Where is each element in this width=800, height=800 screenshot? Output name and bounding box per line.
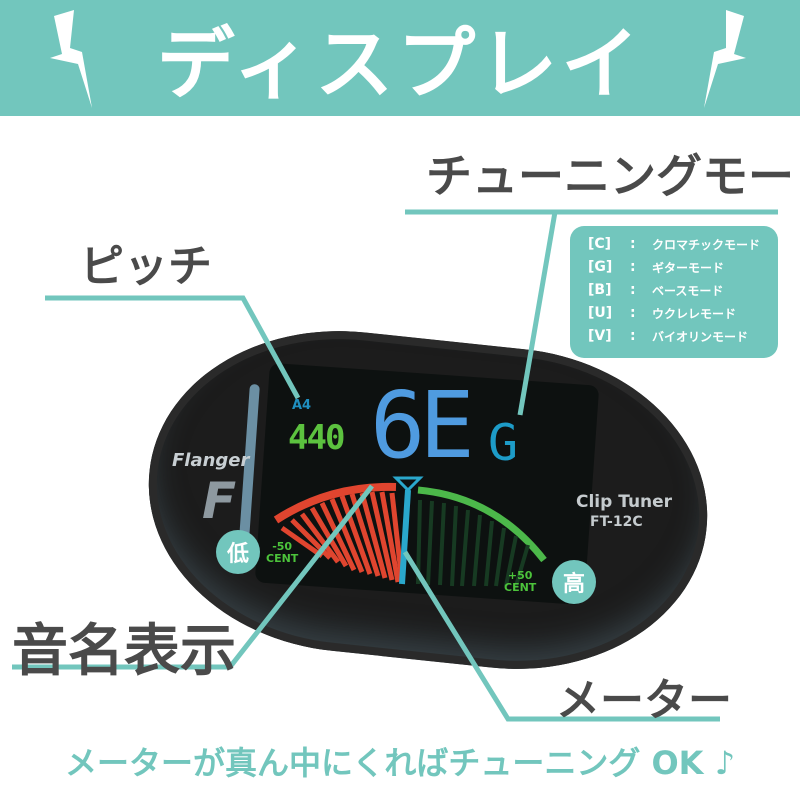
- pitch-value: 440: [288, 418, 345, 458]
- mode-label: バイオリンモード: [652, 330, 749, 344]
- page-title: ディスプレイ: [156, 20, 644, 110]
- title-banner: [0, 0, 800, 116]
- cent-low-label: -50 CENT: [266, 541, 298, 564]
- mode-item-bass: [B] : ベースモード: [588, 282, 723, 299]
- mode-letter: G: [488, 414, 519, 472]
- mode-separator: :: [630, 305, 636, 321]
- mode-item-chromatic: [C] : クロマチックモード: [588, 236, 760, 253]
- callout-meter: メーター: [556, 675, 732, 726]
- mode-label: ギターモード: [652, 261, 725, 275]
- mode-separator: :: [630, 259, 636, 275]
- cent-unit: CENT: [266, 551, 299, 565]
- meter-leader-line: [402, 550, 720, 722]
- mode-item-guitar: [G] : ギターモード: [588, 259, 724, 276]
- model-number: FT-12C: [590, 514, 643, 530]
- callout-tuning-mode: チューニングモード: [426, 149, 800, 203]
- pitch-leader-line: [45, 295, 301, 400]
- high-badge: 高: [552, 560, 596, 604]
- tuning-needle: [399, 489, 411, 585]
- callout-note-name: 音名表示: [12, 619, 236, 684]
- mode-key: [V]: [588, 328, 612, 344]
- mode-label: クロマチックモード: [652, 238, 761, 252]
- mode-label: ベースモード: [652, 284, 724, 298]
- brand-logo: F: [202, 472, 237, 530]
- mode-key: [U]: [588, 305, 613, 321]
- mode-key: [G]: [588, 259, 613, 275]
- mode-leader-diagonal: [517, 211, 558, 416]
- footer-caption: メーターが真ん中にくればチューニング OK ♪: [64, 744, 736, 782]
- mode-item-violin: [V] : バイオリンモード: [588, 328, 748, 345]
- mode-key: [B]: [588, 282, 612, 298]
- mode-list-box: [C] : クロマチックモード [G] : ギターモード [B] : ベースモー…: [570, 226, 778, 358]
- mode-separator: :: [630, 328, 636, 344]
- mode-label: ウクレレモード: [652, 307, 737, 321]
- note-display: 6E: [370, 372, 475, 479]
- product-name: Clip Tuner: [576, 492, 673, 512]
- cent-low-value: -50: [272, 540, 293, 553]
- note-leader-line: [12, 484, 374, 670]
- callout-pitch: ピッチ: [80, 241, 212, 292]
- mode-separator: :: [630, 282, 636, 298]
- lightning-bolt-icon: [704, 10, 746, 108]
- pitch-reference-label: A4: [292, 398, 312, 413]
- lightning-bolt-icon: [50, 10, 92, 108]
- cent-high-value: +50: [507, 569, 533, 582]
- cent-unit: CENT: [504, 580, 537, 594]
- low-badge: 低: [216, 530, 260, 574]
- mode-key: [C]: [588, 236, 612, 252]
- mode-separator: :: [630, 236, 636, 252]
- brand-name: Flanger: [172, 450, 250, 471]
- mode-item-ukulele: [U] : ウクレレモード: [588, 305, 736, 322]
- cent-high-label: +50 CENT: [504, 570, 536, 593]
